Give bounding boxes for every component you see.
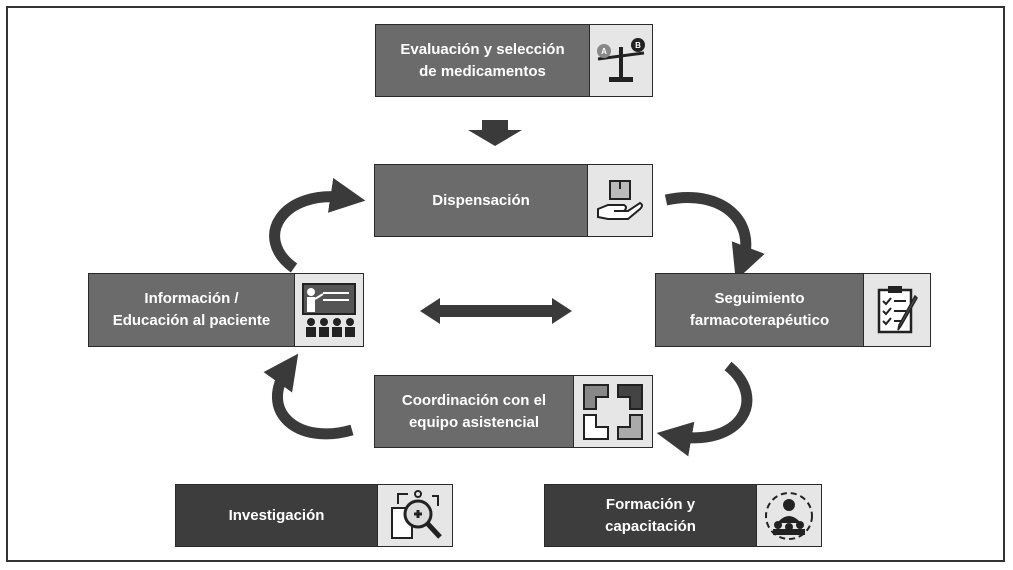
- label-line: Educación al paciente: [112, 312, 271, 329]
- label-line: Información /: [144, 290, 239, 307]
- node-coordinacion: Coordinación con el equipo asistencial: [374, 375, 653, 448]
- node-investigacion: Investigación: [175, 484, 453, 547]
- label-line: Evaluación y selección: [400, 40, 565, 58]
- curved-arrow-dispensacion-to-seguimiento: [664, 192, 765, 281]
- label-line: Seguimiento: [714, 290, 805, 307]
- node-formacion: Formación y capacitación: [544, 484, 822, 547]
- node-coordinacion-label: Coordinación con el equipo asistencial: [375, 376, 573, 447]
- label-line: Investigación: [228, 506, 325, 524]
- scale-mark-a: A: [601, 47, 607, 56]
- presentation-audience-icon: [294, 274, 363, 346]
- node-informacion-label: Información / Educación al paciente: [89, 274, 294, 346]
- linked-hands-icon: [573, 376, 652, 447]
- training-group-icon: [756, 485, 821, 546]
- clipboard-checklist-icon: [863, 274, 930, 346]
- curved-arrow-seguimiento-to-coordinacion: [656, 361, 753, 457]
- label-line: de medicamentos: [419, 62, 546, 80]
- node-evaluacion: Evaluación y selección de medicamentos A …: [375, 24, 653, 97]
- node-investigacion-label: Investigación: [176, 485, 377, 546]
- node-evaluacion-label: Evaluación y selección de medicamentos: [376, 25, 589, 96]
- node-seguimiento: Seguimiento farmacoterapéutico: [655, 273, 931, 347]
- hand-box-icon: [587, 165, 652, 236]
- node-dispensacion-label: Dispensación: [375, 165, 587, 236]
- label-line: Formación y: [605, 495, 696, 513]
- label-line: equipo asistencial: [408, 413, 540, 431]
- label-line: Coordinación con el: [401, 391, 547, 409]
- node-formacion-label: Formación y capacitación: [545, 485, 756, 546]
- label-line: capacitación: [605, 517, 696, 535]
- node-informacion: Información / Educación al paciente: [88, 273, 364, 347]
- label-line: farmacoterapéutico: [689, 312, 830, 329]
- double-arrow: [420, 298, 572, 324]
- scale-mark-b: B: [635, 41, 641, 50]
- curved-arrow-coordinacion-to-info: [263, 353, 354, 440]
- down-arrow: [468, 120, 522, 146]
- balance-scale-icon: A B: [589, 25, 652, 96]
- research-magnifier-icon: [377, 485, 452, 546]
- label-line: Dispensación: [432, 191, 530, 209]
- node-dispensacion: Dispensación: [374, 164, 653, 237]
- curved-arrow-info-to-dispensacion: [269, 177, 366, 273]
- node-seguimiento-label: Seguimiento farmacoterapéutico: [656, 274, 863, 346]
